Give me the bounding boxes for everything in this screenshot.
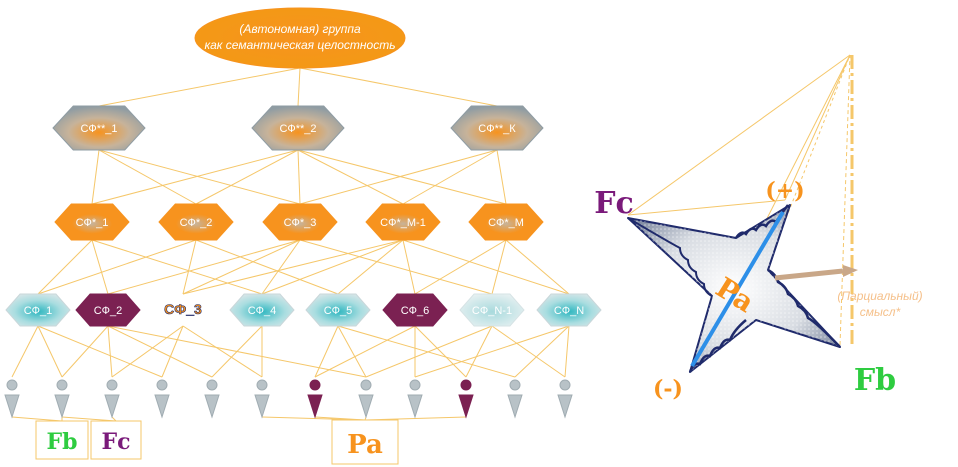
node-level1: СФ_3 bbox=[164, 301, 202, 318]
hexagon bbox=[5, 293, 71, 327]
node-label: СФ_6 bbox=[401, 305, 430, 317]
node-level1: СФ_5 bbox=[305, 293, 371, 327]
node-label: СФ**_К bbox=[478, 123, 516, 135]
hexagon bbox=[382, 293, 448, 327]
group-title-line2: как семантическая целостность bbox=[204, 38, 395, 52]
node-label: СФ_1 bbox=[24, 305, 53, 317]
node-level1: СФ_N bbox=[536, 293, 602, 327]
node-level1: СФ_1 bbox=[5, 293, 71, 327]
node-level2: СФ*_3 bbox=[262, 203, 338, 241]
node-label: СФ*_3 bbox=[284, 217, 317, 229]
star-fc-label: Fc bbox=[594, 186, 634, 221]
node-label: СФ_3 bbox=[164, 301, 202, 317]
node-label: СФ*_М-1 bbox=[380, 217, 426, 229]
node-level3: СФ**_1 bbox=[52, 105, 146, 151]
node-label: СФ_N bbox=[554, 305, 584, 317]
hexagon bbox=[229, 293, 295, 327]
pa-axis-line bbox=[690, 210, 785, 368]
hexagon bbox=[54, 203, 130, 241]
box-fb: Fb bbox=[35, 420, 89, 460]
partial-meaning-arrow bbox=[774, 265, 858, 281]
node-level1: СФ_N-1 bbox=[459, 293, 525, 327]
person-icon bbox=[154, 379, 170, 419]
node-level2: СФ*_1 bbox=[54, 203, 130, 241]
group-title-line1: (Автономная) группа bbox=[239, 22, 361, 36]
partial-meaning-line1: (Парциальный) bbox=[837, 289, 922, 303]
box-fc-label: Fc bbox=[101, 429, 130, 455]
node-level3: СФ**_2 bbox=[251, 105, 345, 151]
node-label: СФ_5 bbox=[324, 305, 353, 317]
star-wavy-edge-lower bbox=[688, 319, 747, 373]
connector-lines bbox=[11, 67, 570, 422]
level3-nodes: СФ**_1 СФ**_2 СФ**_К bbox=[52, 105, 544, 151]
star-texture bbox=[628, 205, 840, 372]
node-level2: СФ*_М bbox=[468, 203, 544, 241]
node-label: СФ*_М bbox=[488, 217, 524, 229]
minus-pole-label: (-) bbox=[653, 376, 683, 402]
partial-meaning-pyramid: Fc Fb Pa (+) (-) (Парциальный) смысл* bbox=[594, 54, 923, 402]
person-icon bbox=[204, 379, 220, 419]
box-fc: Fc bbox=[90, 420, 142, 460]
person-row bbox=[4, 379, 573, 419]
box-pa-label: Pa bbox=[347, 430, 383, 460]
plus-pole-label: (+) bbox=[765, 178, 804, 204]
box-pa: Pa bbox=[331, 419, 399, 465]
person-icon bbox=[54, 379, 70, 419]
star-wavy-edge-right bbox=[767, 268, 841, 348]
node-label: СФ*_2 bbox=[180, 217, 213, 229]
person-icon bbox=[4, 379, 20, 419]
hexagon bbox=[536, 293, 602, 327]
star-wavy-edge-left bbox=[627, 217, 713, 297]
hexagon bbox=[305, 293, 371, 327]
node-label: СФ_N-1 bbox=[472, 305, 512, 317]
node-label: СФ**_2 bbox=[279, 123, 316, 135]
person-icon bbox=[104, 379, 120, 419]
node-label: СФ*_1 bbox=[76, 217, 109, 229]
node-level2: СФ*_М-1 bbox=[365, 203, 441, 241]
node-level1: СФ_4 bbox=[229, 293, 295, 327]
hexagon bbox=[450, 105, 544, 151]
hexagon bbox=[158, 203, 234, 241]
hexagon bbox=[251, 105, 345, 151]
level1-nodes: СФ_1 СФ_2 СФ_3 СФ_4 СФ_5 СФ_6 СФ_N-1 СФ_N bbox=[5, 293, 602, 327]
person-icon bbox=[458, 379, 474, 419]
person-icon bbox=[407, 379, 423, 419]
person-icon bbox=[307, 379, 323, 419]
node-label: СФ**_1 bbox=[80, 123, 117, 135]
node-level2: СФ*_2 bbox=[158, 203, 234, 241]
person-icon bbox=[557, 379, 573, 419]
level2-nodes: СФ*_1 СФ*_2 СФ*_3 СФ*_М-1 СФ*_М bbox=[54, 203, 544, 241]
hexagon bbox=[459, 293, 525, 327]
hexagon bbox=[468, 203, 544, 241]
hexagon bbox=[365, 203, 441, 241]
node-level3: СФ**_К bbox=[450, 105, 544, 151]
group-ellipse: (Автономная) группа как семантическая це… bbox=[194, 7, 406, 69]
hexagon bbox=[75, 293, 141, 327]
box-fb-label: Fb bbox=[46, 429, 77, 455]
partial-meaning-line2: смысл* bbox=[860, 305, 901, 319]
hexagon bbox=[52, 105, 146, 151]
node-level1: СФ_2 bbox=[75, 293, 141, 327]
person-icon bbox=[507, 379, 523, 419]
hexagon bbox=[262, 203, 338, 241]
node-label: СФ_4 bbox=[248, 305, 277, 317]
person-icon bbox=[254, 379, 270, 419]
node-level1: СФ_6 bbox=[382, 293, 448, 327]
star-fb-label: Fb bbox=[854, 363, 896, 398]
person-icon bbox=[358, 379, 374, 419]
node-label: СФ_2 bbox=[94, 305, 123, 317]
